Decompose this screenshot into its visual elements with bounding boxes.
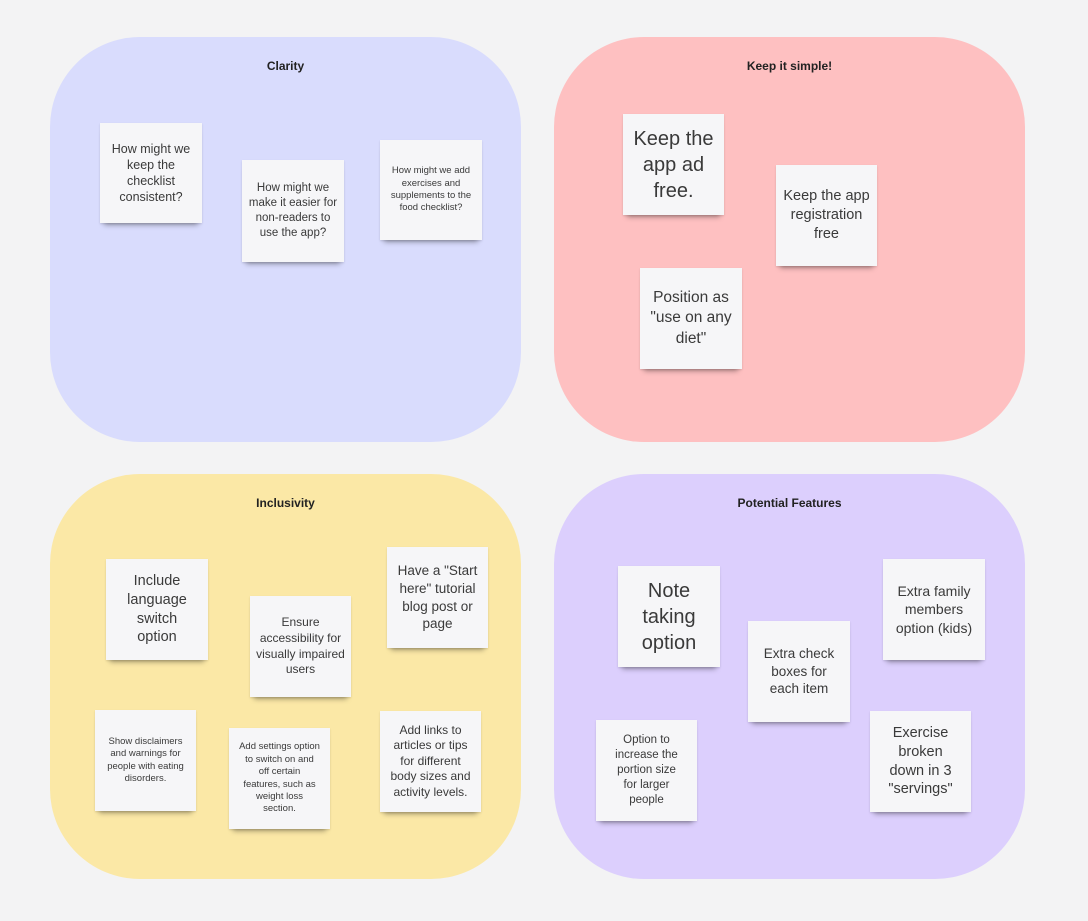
sticky-note[interactable]: Add settings option to switch on and off… [229, 728, 330, 829]
sticky-note-text: Extra check boxes for each item [763, 646, 835, 697]
sticky-note[interactable]: Ensure accessibility for visually impair… [250, 596, 351, 697]
sticky-note[interactable]: Keep the app ad free. [623, 114, 724, 215]
sticky-note-text: Exercise broken down in 3 "servings" [888, 724, 953, 798]
sticky-note[interactable]: Position as "use on any diet" [640, 268, 742, 369]
cluster-title-inclusivity: Inclusivity [256, 496, 315, 510]
sticky-note-text: How might we make it easier for non-read… [248, 182, 338, 239]
sticky-note-text: Extra family members option (kids) [895, 583, 973, 636]
sticky-note-text: How might we keep the checklist consiste… [111, 141, 191, 205]
sticky-note[interactable]: Keep the app registration free [776, 165, 877, 266]
sticky-note-text: Note taking option [641, 579, 697, 654]
sticky-note-text: Keep the app ad free. [633, 127, 714, 202]
sticky-note[interactable]: Extra family members option (kids) [883, 559, 985, 660]
cluster-title-clarity: Clarity [266, 59, 305, 73]
sticky-note[interactable]: How might we keep the checklist consiste… [100, 123, 202, 223]
sticky-note-text: Add settings option to switch on and off… [239, 741, 320, 815]
cluster-title-keep-it-simple: Keep it simple! [746, 59, 833, 73]
sticky-note-text: How might we add exercises and supplemen… [390, 165, 472, 214]
sticky-note-text: Option to increase the portion size for … [615, 734, 678, 806]
sticky-note[interactable]: Option to increase the portion size for … [596, 720, 697, 821]
sticky-note[interactable]: Include language switch option [106, 559, 208, 660]
sticky-note[interactable]: Extra check boxes for each item [748, 621, 850, 722]
sticky-note-text: Include language switch option [127, 572, 187, 646]
sticky-note[interactable]: Show disclaimers and warnings for people… [95, 710, 196, 811]
sticky-note-text: Show disclaimers and warnings for people… [107, 735, 184, 784]
sticky-note[interactable]: How might we make it easier for non-read… [242, 160, 344, 262]
sticky-note-text: Add links to articles or tips for differ… [390, 722, 471, 799]
sticky-note-text: Have a "Start here" tutorial blog post o… [397, 563, 478, 632]
sticky-note-text: Position as "use on any diet" [650, 289, 732, 347]
sticky-note[interactable]: Exercise broken down in 3 "servings" [870, 711, 971, 812]
sticky-note[interactable]: Add links to articles or tips for differ… [380, 711, 481, 812]
sticky-note-text: Keep the app registration free [783, 188, 870, 242]
sticky-note[interactable]: How might we add exercises and supplemen… [380, 140, 482, 240]
sticky-note[interactable]: Have a "Start here" tutorial blog post o… [387, 547, 488, 648]
cluster-title-potential-features: Potential Features [737, 496, 842, 510]
sticky-note-text: Ensure accessibility for visually impair… [256, 615, 345, 677]
sticky-note[interactable]: Note taking option [618, 566, 720, 667]
